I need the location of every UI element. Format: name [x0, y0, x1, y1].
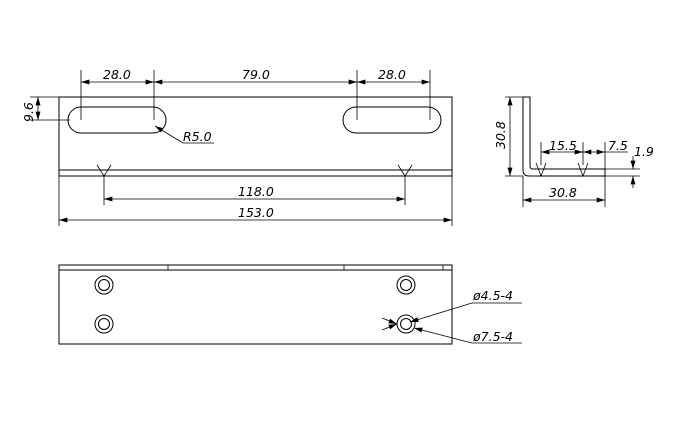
- hole-bottom-left: [94, 314, 114, 334]
- hole-top-left: [94, 275, 114, 295]
- bottom-view: ø4.5-4 ø7.5-4: [58, 264, 522, 345]
- slot-left: [67, 106, 167, 134]
- front-view-outline: [58, 96, 453, 177]
- dim-slot-left-width: 28.0: [103, 67, 131, 82]
- slot-right: [342, 106, 442, 134]
- radius-leader: [154, 125, 184, 144]
- side-view-profile: [522, 96, 606, 177]
- dim-slot-right-width: 28.0: [378, 67, 406, 82]
- dim-slot-radius: R5.0: [183, 129, 212, 144]
- dim-hole-small: ø4.5-4: [472, 288, 513, 303]
- leader-hole-large: [413, 327, 473, 344]
- side-view: 30.8 15.5 7.5 1.9 30.8: [493, 96, 654, 207]
- dim-thickness: 1.9: [634, 144, 654, 159]
- front-view: 28.0 79.0 28.0 9.6 R5.0 118.0 153.0: [21, 67, 453, 226]
- dim-slot-height: 9.6: [21, 102, 36, 122]
- leader-hole-small: [409, 302, 473, 323]
- hole-bottom-right: [396, 314, 416, 334]
- dim-overall-length: 153.0: [238, 205, 274, 220]
- hole-top-right: [396, 275, 416, 295]
- dim-hole-large: ø7.5-4: [472, 329, 513, 344]
- dim-hole-position: 15.5: [549, 138, 577, 153]
- dim-hole-offset: 7.5: [608, 138, 628, 153]
- bottom-view-outline: [58, 264, 453, 345]
- dim-side-height: 30.8: [493, 121, 508, 149]
- dim-slot-spacing: 79.0: [242, 67, 270, 82]
- dim-bend-spacing: 118.0: [238, 184, 274, 199]
- dim-leg-length: 30.8: [549, 185, 577, 200]
